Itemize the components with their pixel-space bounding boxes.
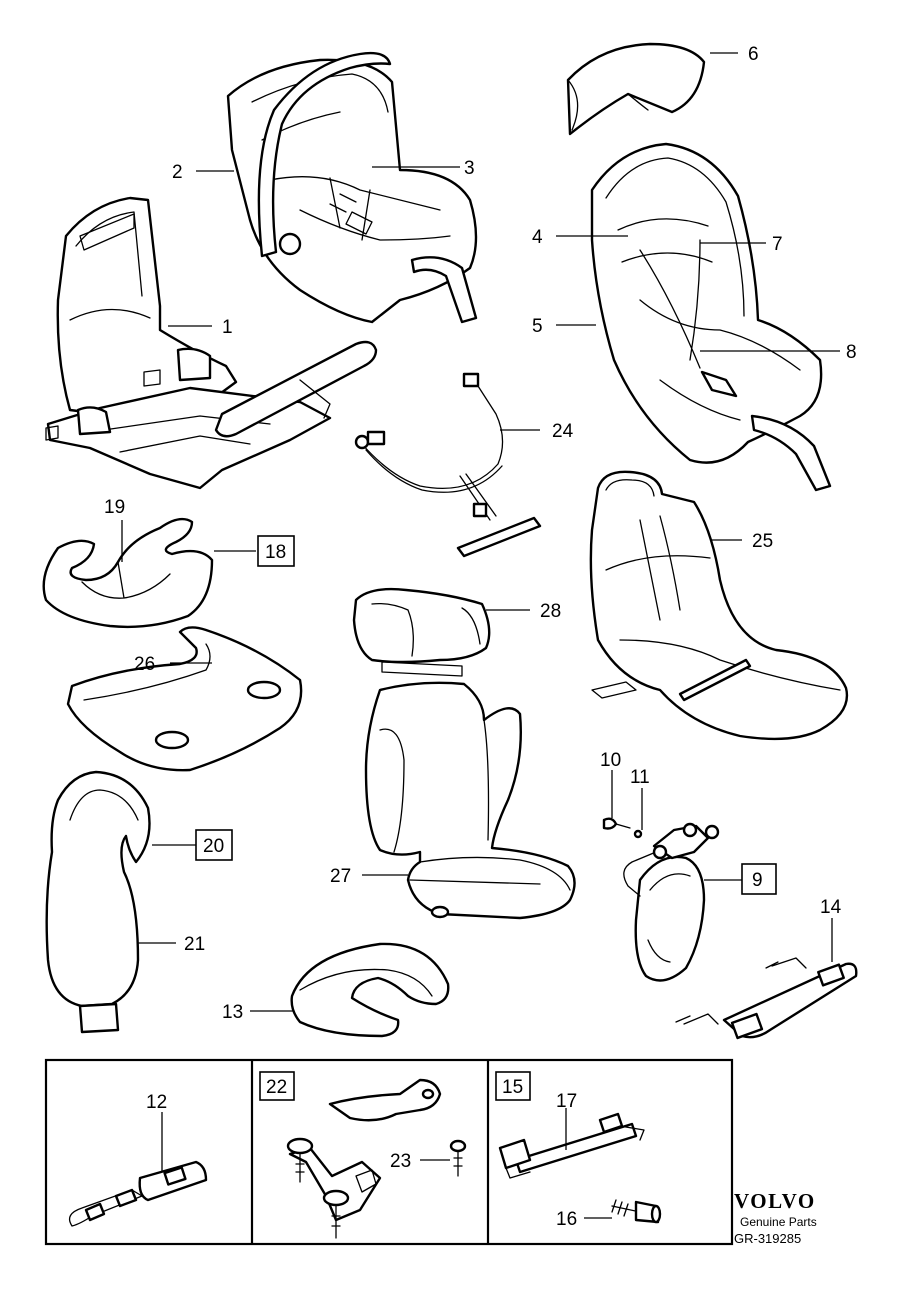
callout-25: 25 (752, 531, 773, 552)
part-12-buckle-strap (68, 1112, 208, 1227)
part-6-canopy (566, 42, 706, 136)
callout-11: 11 (630, 767, 650, 788)
callout-7: 7 (772, 234, 783, 255)
callout-22: 22 (266, 1077, 287, 1098)
callout-21: 21 (184, 934, 205, 955)
callout-16: 16 (556, 1209, 577, 1230)
callout-18: 18 (265, 542, 286, 563)
callout-5: 5 (532, 316, 543, 337)
callout-1: 1 (222, 317, 233, 338)
part-21-cover (45, 770, 151, 1034)
part-9-mirror (602, 817, 720, 982)
callout-2: 2 (172, 162, 183, 183)
callout-15-box (495, 1071, 531, 1101)
callout-24: 24 (552, 421, 574, 442)
callout-19: 19 (104, 497, 125, 518)
part-17-bracket-rail (498, 1112, 645, 1179)
part-5-toddler-seat (590, 142, 832, 492)
callout-9-box (741, 863, 777, 895)
brand-subtitle: Genuine Parts (740, 1215, 817, 1229)
part-16-bolt (611, 1199, 662, 1224)
callout-10: 10 (600, 750, 621, 771)
callout-28: 28 (540, 601, 561, 622)
kit-panels: 12 22 23 15 17 (44, 1058, 734, 1246)
diagram-reference: GR-319285 (734, 1231, 801, 1246)
callout-23: 23 (390, 1151, 411, 1172)
callout-8: 8 (846, 342, 857, 363)
callout-17: 17 (556, 1091, 577, 1112)
callout-12: 12 (146, 1092, 167, 1113)
part-28-headrest (352, 587, 491, 677)
callout-15: 15 (502, 1077, 523, 1098)
callout-20-box (195, 829, 233, 861)
part-13-neck-pillow (290, 942, 450, 1038)
part-19-booster-cushion (42, 517, 214, 629)
callout-22-box (259, 1071, 295, 1101)
callout-labels: 1 2 3 4 5 6 7 8 10 11 14 13 19 21 24 25 … (104, 44, 857, 1023)
part-22-fitting-kit (286, 1078, 467, 1239)
leader-lines (121, 52, 840, 1012)
part-26-tray (66, 626, 303, 772)
callout-6: 6 (748, 44, 759, 65)
callout-27: 27 (330, 866, 351, 887)
callout-13: 13 (222, 1002, 243, 1023)
kit-panel-frame (44, 1058, 734, 1246)
callout-20: 20 (203, 836, 224, 857)
part-14-bracket (675, 957, 858, 1040)
part-24-support-leg (354, 372, 542, 558)
part-25-seat-cover (589, 470, 849, 741)
callout-26: 26 (134, 654, 155, 675)
part-27-booster-seat (364, 681, 576, 920)
callout-18-box (257, 535, 295, 567)
part-2-infant-carrier (226, 51, 478, 324)
callout-4: 4 (532, 227, 543, 248)
footer-branding: VOLVO Genuine Parts GR-319285 (734, 1189, 817, 1246)
brand-logo-text: VOLVO (734, 1189, 816, 1213)
callout-14: 14 (820, 897, 842, 918)
callout-3: 3 (464, 158, 475, 179)
part-1-base-frame (45, 196, 378, 490)
callout-9: 9 (752, 870, 763, 891)
